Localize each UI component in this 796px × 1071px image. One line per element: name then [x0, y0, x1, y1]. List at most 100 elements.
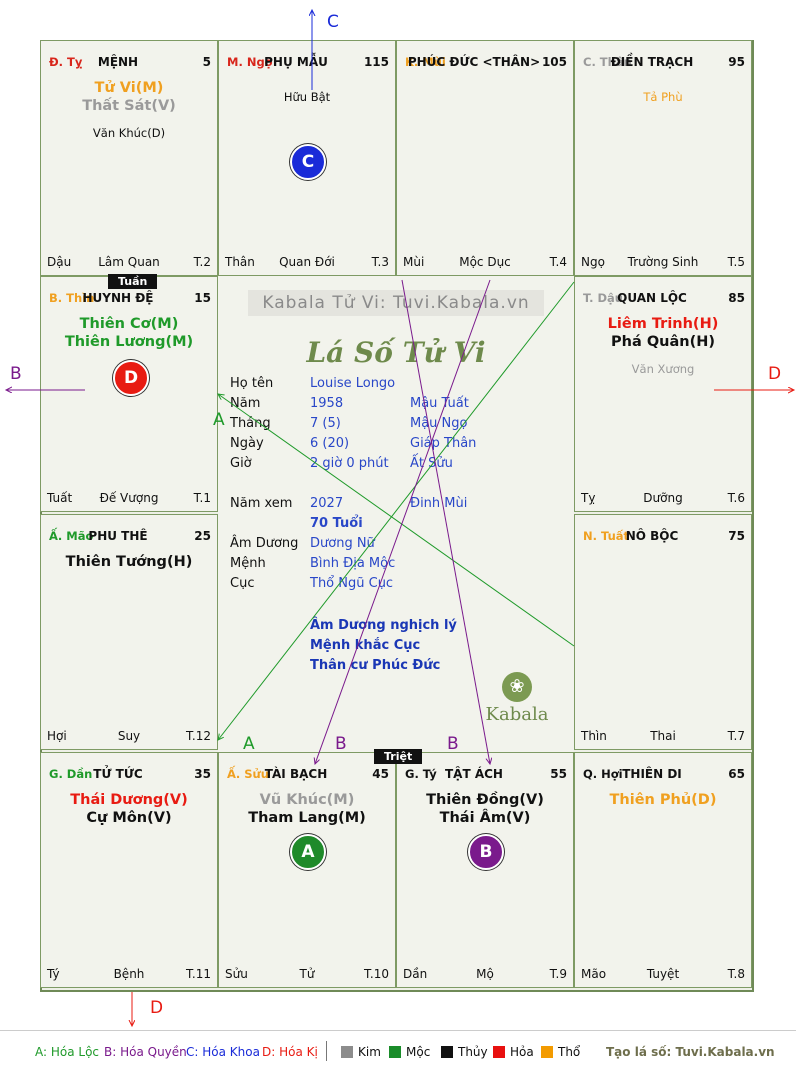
label-b-bottom-1: B: [335, 734, 347, 754]
footer-term: T.4: [549, 255, 567, 269]
site-link[interactable]: Tạo lá số: Tuvi.Kabala.vn: [606, 1045, 775, 1059]
palace-name: HUYNH ĐỆ: [82, 291, 154, 305]
main-star: Tham Lang(M): [248, 810, 366, 826]
legend-hoa-loc: A: Hóa Lộc: [35, 1045, 100, 1059]
palace-age: 15: [194, 291, 211, 305]
palace-branch: B. Thìn: [49, 291, 95, 305]
footer-branch: Mão: [581, 967, 607, 981]
thuy-swatch: [441, 1046, 453, 1058]
footer-stage: Thai: [650, 729, 676, 743]
footer-term: T.10: [364, 967, 389, 981]
remark-1: Âm Dương nghịch lý: [310, 618, 457, 633]
info-label: Âm Dương: [230, 536, 299, 551]
main-star: Tử Vi(M): [94, 80, 164, 96]
remark-2: Mệnh khắc Cục: [310, 638, 421, 653]
palace-age: 45: [372, 767, 389, 781]
tho-label: Thổ: [558, 1045, 581, 1059]
palace-age: 115: [363, 55, 389, 69]
info-value: 6 (20): [310, 436, 350, 451]
footer-stage: Tuyệt: [646, 967, 680, 981]
info-label: Giờ: [230, 456, 252, 471]
footer-branch: Ngọ: [581, 255, 605, 269]
info-canchi: Mậu Ngọ: [410, 416, 468, 431]
legend-kim: Kim: [341, 1045, 381, 1059]
label-a-bottom: A: [243, 734, 255, 754]
palace-branch: N. Tuất: [583, 529, 630, 543]
center-info-panel: Kabala Tử Vi: Tuvi.Kabala.vn Lá Số Tử Vi…: [218, 276, 574, 752]
footer-branch: Sửu: [225, 967, 248, 981]
tree-icon: ❀: [502, 672, 532, 702]
footer-term: T.1: [193, 491, 211, 505]
palace-name: NÔ BỘC: [625, 529, 679, 543]
palace-footer: Mùi Mộc Dục T.4: [403, 255, 567, 269]
legend-divider: [326, 1041, 327, 1061]
main-star: Thái Dương(V): [70, 792, 188, 808]
kim-swatch: [341, 1046, 353, 1058]
palace-stars: Liêm Trinh(H)Phá Quân(H)Văn Xương: [575, 315, 751, 377]
footer-stage: Tử: [299, 967, 315, 981]
hoa-ki-badge: D: [113, 360, 149, 396]
legend-hoa-quyen: B: Hóa Quyền: [104, 1045, 187, 1059]
kabala-logo: ❀ Kabala: [482, 672, 552, 725]
info-canchi: Mậu Tuất: [410, 396, 469, 411]
label-d-right: D: [768, 364, 782, 384]
label-a-mid: A: [213, 410, 225, 430]
footer-branch: Tỵ: [581, 491, 596, 505]
palace-age: 105: [541, 55, 567, 69]
footer-branch: Mùi: [403, 255, 425, 269]
kabala-wordmark: Kabala: [485, 704, 549, 725]
palace-branch: K. Mùi: [405, 55, 446, 69]
main-star: Thiên Tướng(H): [65, 554, 193, 570]
label-c: C: [327, 12, 339, 32]
footer-stage: Mộ: [476, 967, 494, 981]
footer-branch: Thân: [225, 255, 255, 269]
palace-stars: Thái Dương(V) Cự Môn(V): [41, 791, 217, 827]
triet-tag: Triệt: [374, 749, 423, 764]
palace-age: 95: [728, 55, 745, 69]
footer-stage: Đế Vượng: [99, 491, 159, 505]
thuy-label: Thủy: [458, 1045, 488, 1059]
hoa-khoa-badge: C: [290, 144, 326, 180]
palace-stars: Vũ Khúc(M)Tham Lang(M): [219, 791, 395, 827]
main-star: Phá Quân(H): [611, 334, 715, 350]
footer-term: T.8: [727, 967, 745, 981]
palace-name: THIÊN DI: [622, 767, 682, 781]
kim-label: Kim: [358, 1045, 381, 1059]
palace-branch: M. Ngọ: [227, 55, 273, 69]
palace-age: 35: [194, 767, 211, 781]
palace-name: TỬ TỨC: [93, 767, 143, 781]
main-star: Cự Môn(V): [86, 810, 172, 826]
hoa-loc-badge: A: [290, 834, 326, 870]
info-label: Năm xem: [230, 496, 293, 511]
info-value: Thổ Ngũ Cục: [310, 576, 394, 591]
info-value: Louise Longo: [310, 376, 396, 391]
palace-stars: Hữu Bật: [219, 79, 395, 105]
footer-stage: Mộc Dục: [459, 255, 511, 269]
info-canchi: Ất Sửu: [410, 456, 453, 471]
footer-branch: Tý: [47, 967, 60, 981]
legend-tho: Thổ: [541, 1045, 580, 1059]
info-canchi: Giáp Thân: [410, 436, 477, 451]
palace-branch: Ấ. Sửu: [227, 767, 269, 781]
palace-age: 5: [202, 55, 211, 69]
footer-stage: Bệnh: [113, 967, 145, 981]
palace-name: PHÚC ĐỨC <THÂN>: [407, 55, 541, 69]
legend-hoa-khoa: C: Hóa Khoa: [186, 1045, 260, 1059]
